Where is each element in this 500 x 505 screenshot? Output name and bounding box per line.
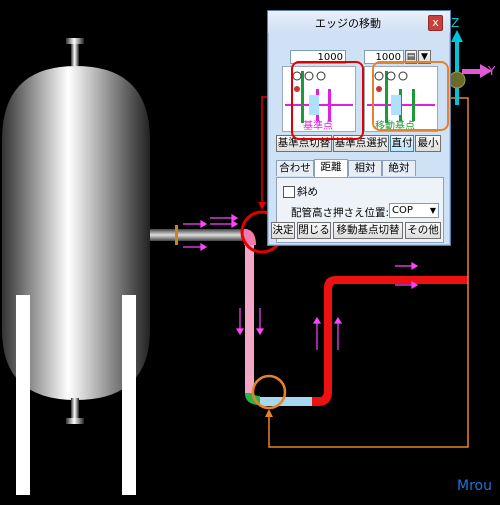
bottom-pipe-segment[interactable]	[260, 397, 314, 406]
vertical-pipe-segment[interactable]	[245, 245, 254, 395]
tank-body	[2, 66, 150, 400]
elbow-top	[244, 229, 256, 245]
leader-arrowhead-red	[258, 202, 266, 210]
flow-arrows	[183, 213, 419, 350]
z-axis-label: Z	[451, 16, 459, 30]
tab-absolute[interactable]: 絶対	[382, 160, 416, 176]
z-axis	[455, 40, 459, 78]
pipe-height-select[interactable]: COP ▼	[389, 203, 439, 218]
bottom-nozzle	[71, 398, 79, 420]
tab-align[interactable]: 合わせ	[276, 160, 314, 176]
calc-icon[interactable]: ▤	[405, 50, 417, 64]
vessel-tank[interactable]	[2, 38, 150, 495]
base-point-schematic-svg	[285, 71, 353, 123]
oblique-label: 斜め	[297, 186, 318, 198]
dialog-titlebar[interactable]: エッジの移動 x	[268, 11, 450, 33]
move-point-highlight	[251, 374, 287, 410]
horizontal-pipe-segment[interactable]	[178, 229, 248, 241]
switch-move-base-button[interactable]: 移動基点切替	[333, 222, 403, 239]
tank-outlet-pipe	[150, 229, 176, 241]
bottom-nozzle-cap	[66, 418, 84, 424]
close-button[interactable]: x	[428, 15, 443, 31]
distance-tab-panel: 斜め 配管高さ押さえ位置: COP ▼ 決定 閉じる 移動基点切替 その他	[271, 177, 444, 243]
tab-relative[interactable]: 相対	[348, 160, 382, 176]
top-nozzle	[71, 44, 79, 66]
base-point-distance-field[interactable]: 1000	[290, 50, 346, 64]
straight-attach-button[interactable]: 直付	[390, 135, 414, 152]
move-point-schematic-svg	[367, 71, 435, 123]
other-button[interactable]: その他	[405, 222, 441, 239]
dialog-title: エッジの移動	[315, 17, 381, 30]
tank-leg-right	[122, 295, 136, 495]
confirm-button[interactable]: 決定	[271, 222, 295, 239]
pipe-height-label: 配管高さ押さえ位置:	[291, 207, 390, 219]
pipe-route[interactable]	[150, 225, 468, 406]
red-pipe-run[interactable]	[312, 276, 468, 406]
y-axis-label: Y	[487, 64, 496, 78]
tank-leg-left	[16, 295, 30, 495]
select-chevron-down-icon: ▼	[429, 206, 436, 215]
dropdown-arrow-icon[interactable]: ▼	[418, 50, 431, 64]
tab-distance[interactable]: 距離	[314, 159, 348, 177]
move-point-distance-field[interactable]: 1000	[364, 50, 404, 64]
close-dialog-button[interactable]: 閉じる	[297, 222, 331, 239]
y-axis	[462, 69, 482, 74]
axis-triad	[445, 30, 492, 105]
base-point-label: 基準点	[303, 121, 333, 132]
minimize-button[interactable]: 最小	[415, 135, 441, 152]
leader-arrowhead-orange	[265, 409, 273, 417]
oblique-checkbox[interactable]	[283, 186, 295, 198]
pipe-height-value: COP	[392, 205, 413, 216]
move-point-leader	[268, 97, 469, 448]
base-point-callout-box	[291, 61, 364, 140]
move-point-schematic[interactable]: 移動基点	[364, 66, 438, 132]
flange	[175, 225, 178, 245]
watermark-text: Mrou	[457, 478, 492, 494]
top-nozzle-cap	[66, 38, 84, 44]
move-point-label: 移動基点	[375, 121, 415, 132]
move-point-callout-box	[372, 61, 449, 131]
base-point-schematic[interactable]: 基準点	[282, 66, 356, 132]
